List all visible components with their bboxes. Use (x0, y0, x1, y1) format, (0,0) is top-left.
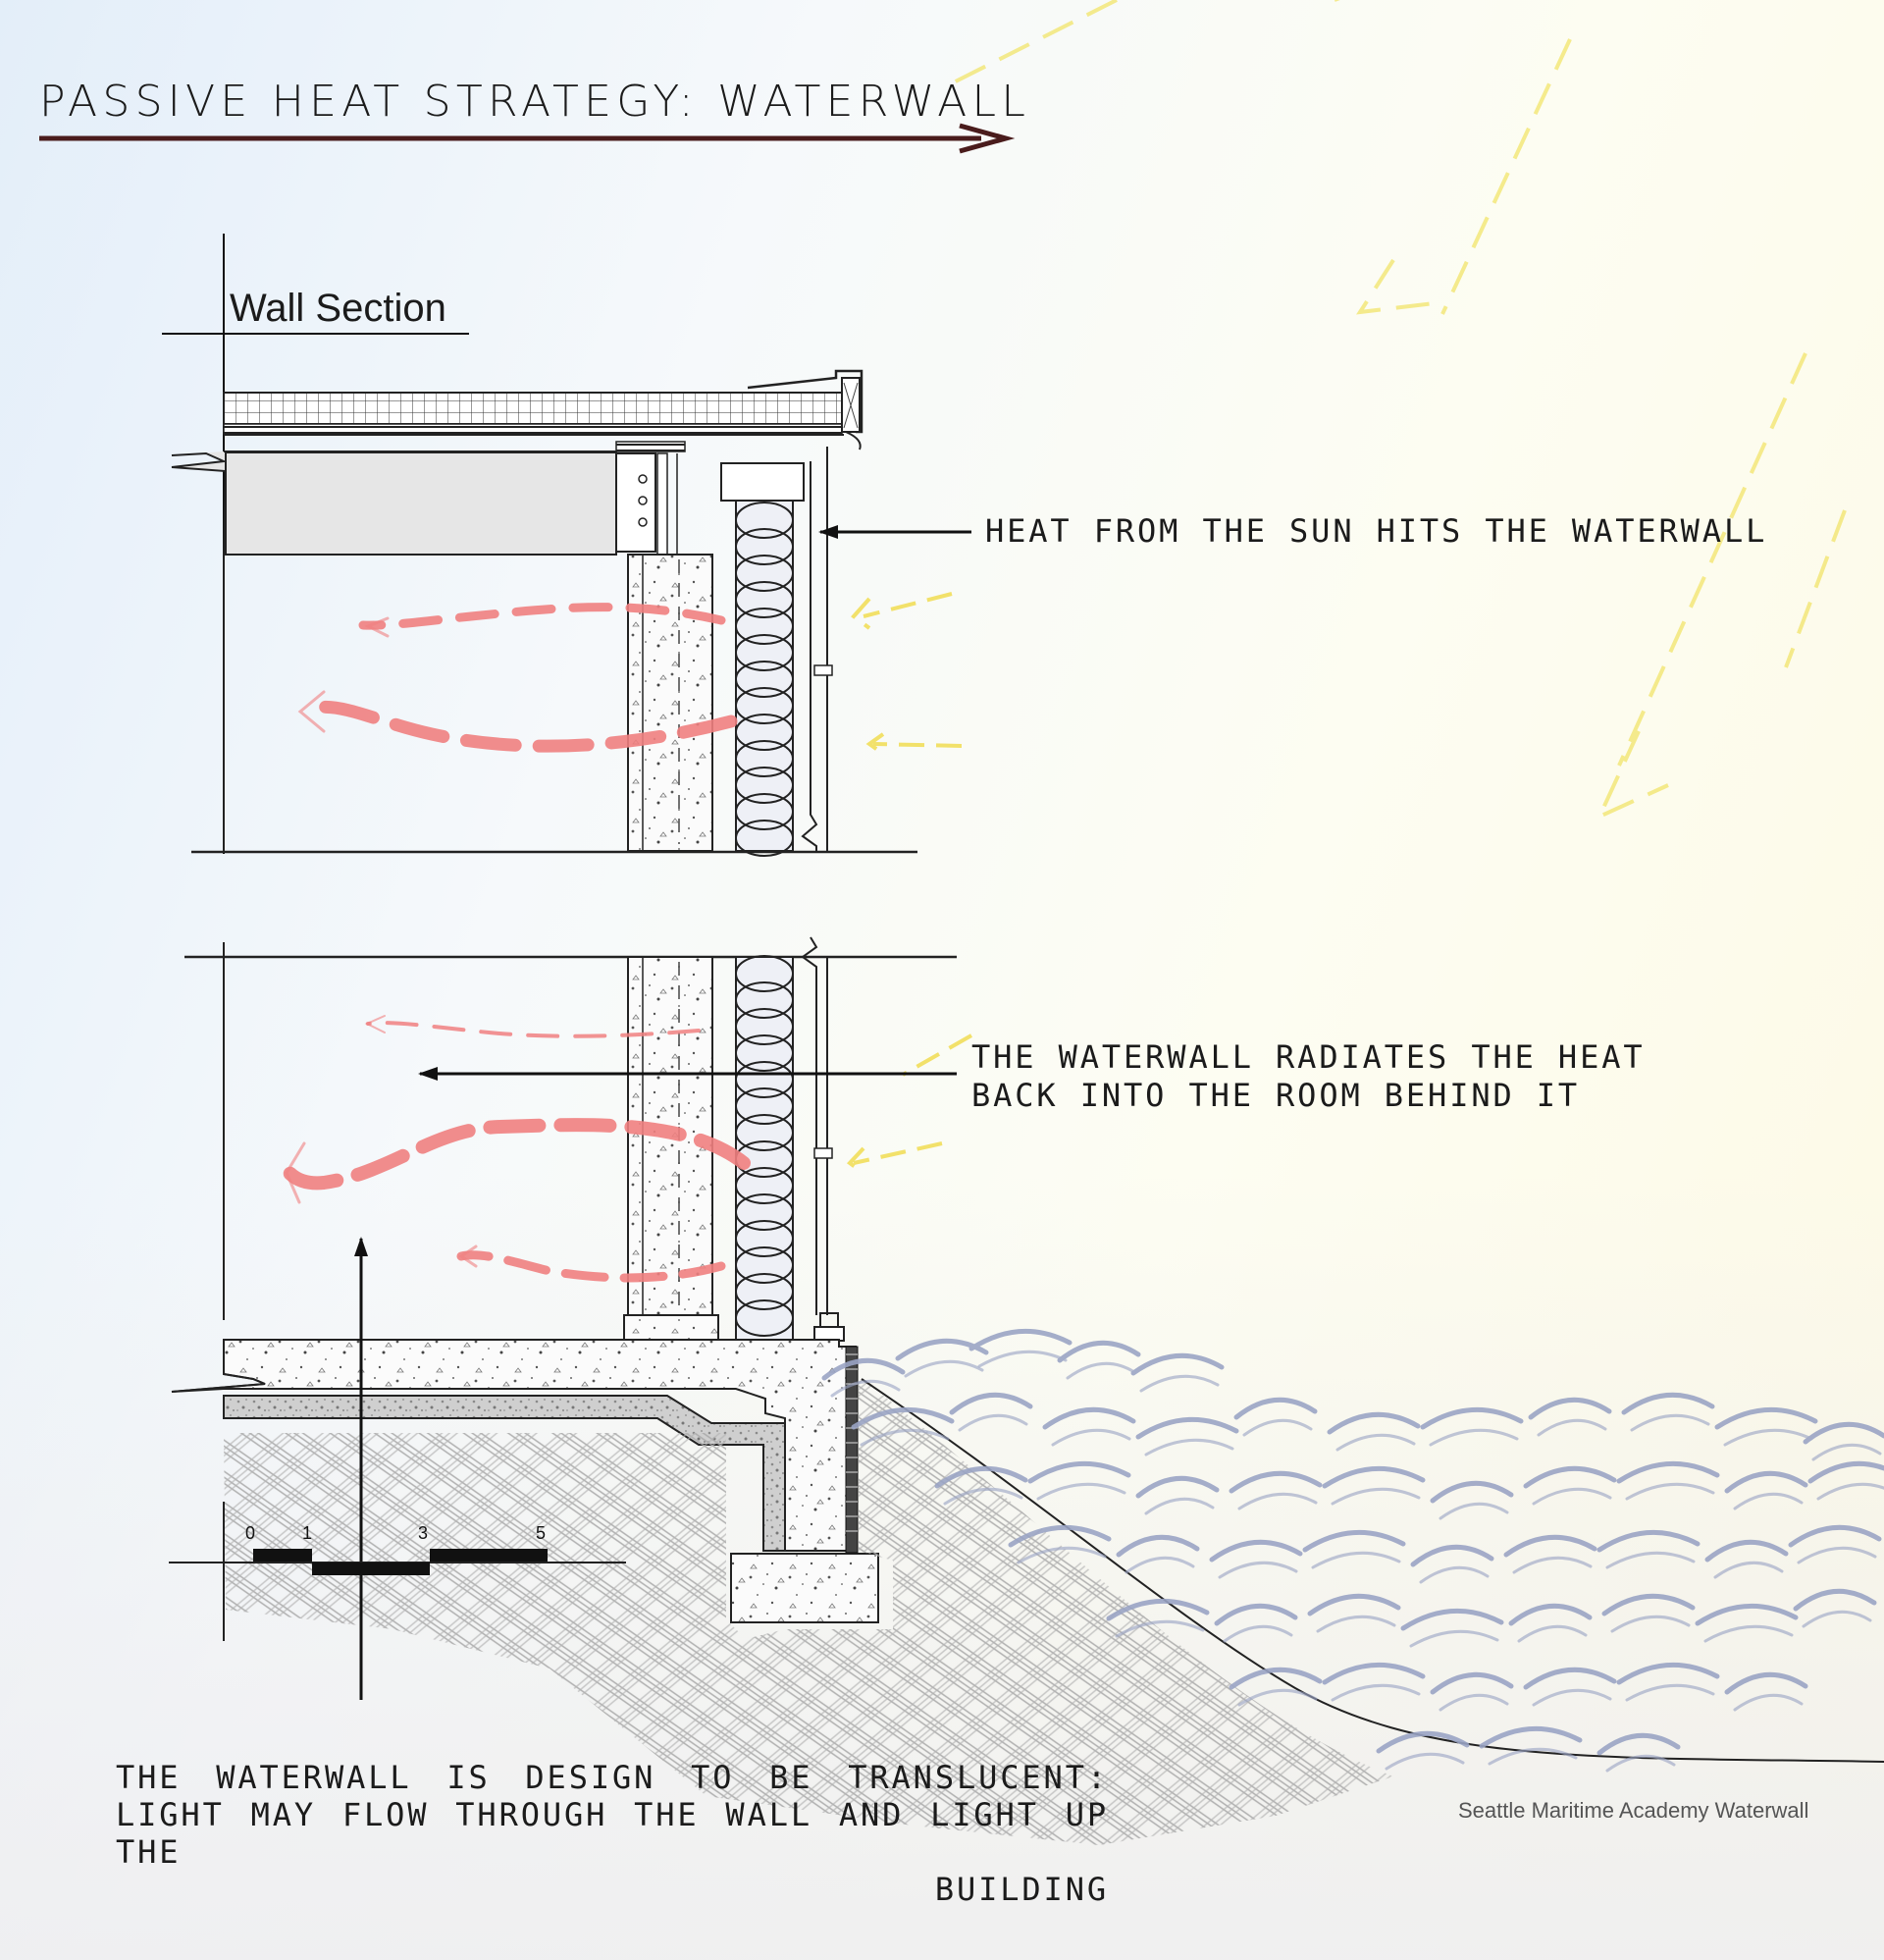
sun-arrows-at-wall (846, 592, 972, 1175)
annotation-radiate-heat: THE WATERWALL RADIATES THE HEAT BACK INT… (971, 1038, 1646, 1115)
upper-concrete-wall (627, 554, 713, 852)
water-waves (821, 1328, 1884, 1773)
annotation-arrows (354, 525, 971, 1700)
scale-tick-3: 3 (418, 1523, 429, 1543)
lower-concrete-wall (623, 956, 719, 1341)
section-label: Wall Section (230, 287, 446, 330)
annotation-radiate-line2: BACK INTO THE ROOM BEHIND IT (971, 1077, 1581, 1114)
annotation-translucent-line2: BUILDING (934, 1871, 1109, 1908)
scale-tick-1: 1 (302, 1523, 313, 1543)
annotation-translucent-line1: THE WATERWALL IS DESIGN TO BE TRANSLUCEN… (116, 1759, 1109, 1871)
scale-tick-0: 0 (245, 1523, 256, 1543)
annotation-translucent: THE WATERWALL IS DESIGN TO BE TRANSLUCEN… (116, 1759, 1109, 1908)
sun-rays (941, 0, 1847, 821)
image-credit: Seattle Maritime Academy Waterwall (1458, 1798, 1809, 1823)
slab-and-footing (171, 1339, 879, 1623)
scale-tick-5: 5 (536, 1523, 547, 1543)
steel-beam (171, 450, 678, 852)
title-rule-arrow (39, 123, 1016, 154)
heat-flows (283, 603, 751, 1283)
annotation-sun-heat: HEAT FROM THE SUN HITS THE WATERWALL (985, 512, 1768, 550)
annotation-radiate-line1: THE WATERWALL RADIATES THE HEAT (971, 1038, 1646, 1076)
lower-water-columns (735, 936, 845, 1351)
scale-bar (169, 1502, 626, 1641)
page-title: PASSIVE HEAT STRATEGY: WATERWALL (39, 77, 1031, 127)
roof-assembly (223, 369, 864, 452)
upper-water-columns (720, 447, 833, 857)
